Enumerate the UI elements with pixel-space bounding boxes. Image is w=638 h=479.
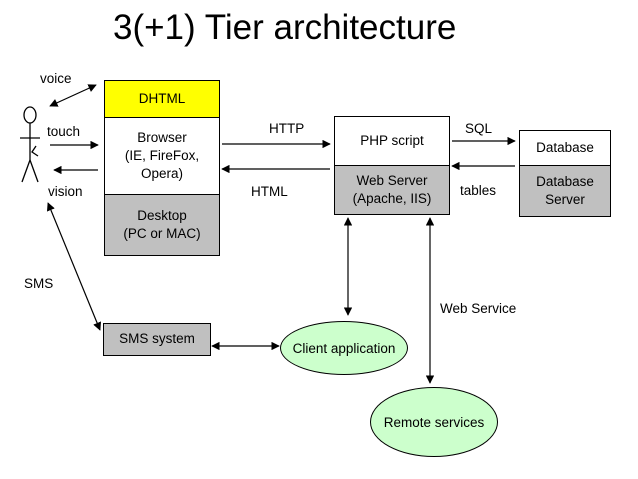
desktop-box: Desktop (PC or MAC) xyxy=(104,194,220,256)
php-script-box: PHP script xyxy=(334,116,450,166)
vision-label: vision xyxy=(48,184,83,199)
remote-services-ellipse: Remote services xyxy=(370,387,498,457)
touch-label: touch xyxy=(47,124,81,139)
database-server-box: Database Server xyxy=(519,165,611,217)
tables-label: tables xyxy=(460,183,497,198)
dhtml-box: DHTML xyxy=(104,80,220,118)
sql-label: SQL xyxy=(465,121,493,136)
user-stick-figure xyxy=(20,106,40,183)
sms-arrow xyxy=(46,202,102,331)
web-service-label: Web Service xyxy=(440,301,517,316)
database-box: Database xyxy=(519,130,611,166)
http-label: HTTP xyxy=(269,121,305,136)
browser-box: Browser (IE, FireFox, Opera) xyxy=(104,117,220,195)
sms-system-box: SMS system xyxy=(103,323,211,356)
client-application-ellipse: Client application xyxy=(280,321,408,375)
page-title: 3(+1) Tier architecture xyxy=(113,8,457,47)
voice-arrow xyxy=(49,84,97,107)
voice-label: voice xyxy=(40,71,72,86)
sms-label: SMS xyxy=(24,276,54,291)
web-server-box: Web Server (Apache, IIS) xyxy=(334,165,450,215)
html-label: HTML xyxy=(251,184,288,199)
